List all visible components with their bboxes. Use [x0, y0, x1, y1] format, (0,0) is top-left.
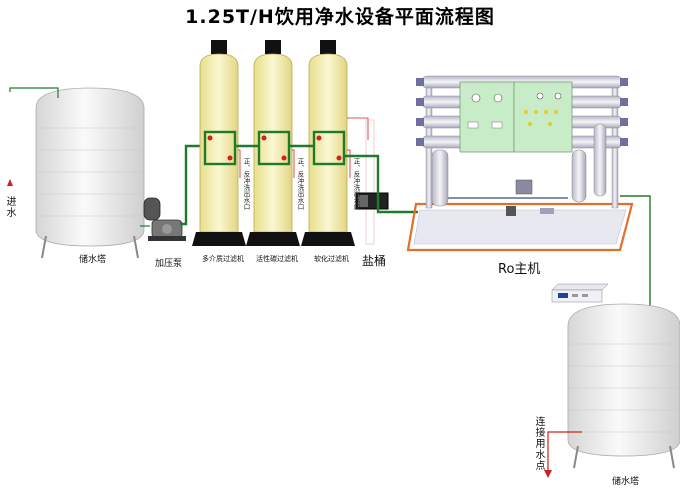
inlet-label: 进水	[4, 196, 15, 218]
storage-tank-label: 储水塔	[79, 255, 107, 265]
softener-filter	[301, 40, 355, 246]
ro-outlet-pipe	[620, 195, 651, 306]
salt-tank	[347, 117, 389, 245]
pressure-pump-label: 加压泵	[155, 259, 183, 269]
pump-outlet-pipe	[180, 144, 212, 226]
product-tank-label: 储水塔	[612, 477, 640, 487]
multi-media-filter-label: 多介质过滤机	[202, 255, 244, 263]
ro-unit-label: Ro主机	[498, 262, 541, 277]
flush-outlet-label-1: 正、反冲洗出水口	[242, 158, 250, 210]
product-water-tank	[567, 303, 680, 469]
page-title: 1.25T/H饮用净水设备平面流程图	[185, 6, 495, 28]
carbon-filter-label: 活性碳过滤机	[256, 255, 298, 263]
inlet-pipe	[9, 87, 59, 98]
salt-tank-label: 盐桶	[362, 254, 387, 268]
raw-water-tank	[35, 87, 145, 259]
ro-unit	[406, 75, 634, 252]
carbon-filter	[246, 40, 300, 246]
softener-outlet-pipe	[344, 154, 418, 214]
flush-outlet-label-3: 正、反冲洗出水口	[352, 158, 360, 210]
user-outlet-pipe	[547, 431, 582, 476]
user-outlet-label: 连接用水点	[533, 416, 544, 471]
multi-media-filter	[192, 40, 246, 246]
softener-filter-label: 软化过滤机	[314, 255, 349, 263]
controller-box	[551, 283, 609, 303]
arrow-up-icon	[7, 179, 13, 186]
pressure-pump	[143, 197, 186, 241]
flush-outlet-label-2: 正、反冲洗出水口	[296, 158, 304, 210]
arrow-down-icon	[544, 470, 552, 478]
